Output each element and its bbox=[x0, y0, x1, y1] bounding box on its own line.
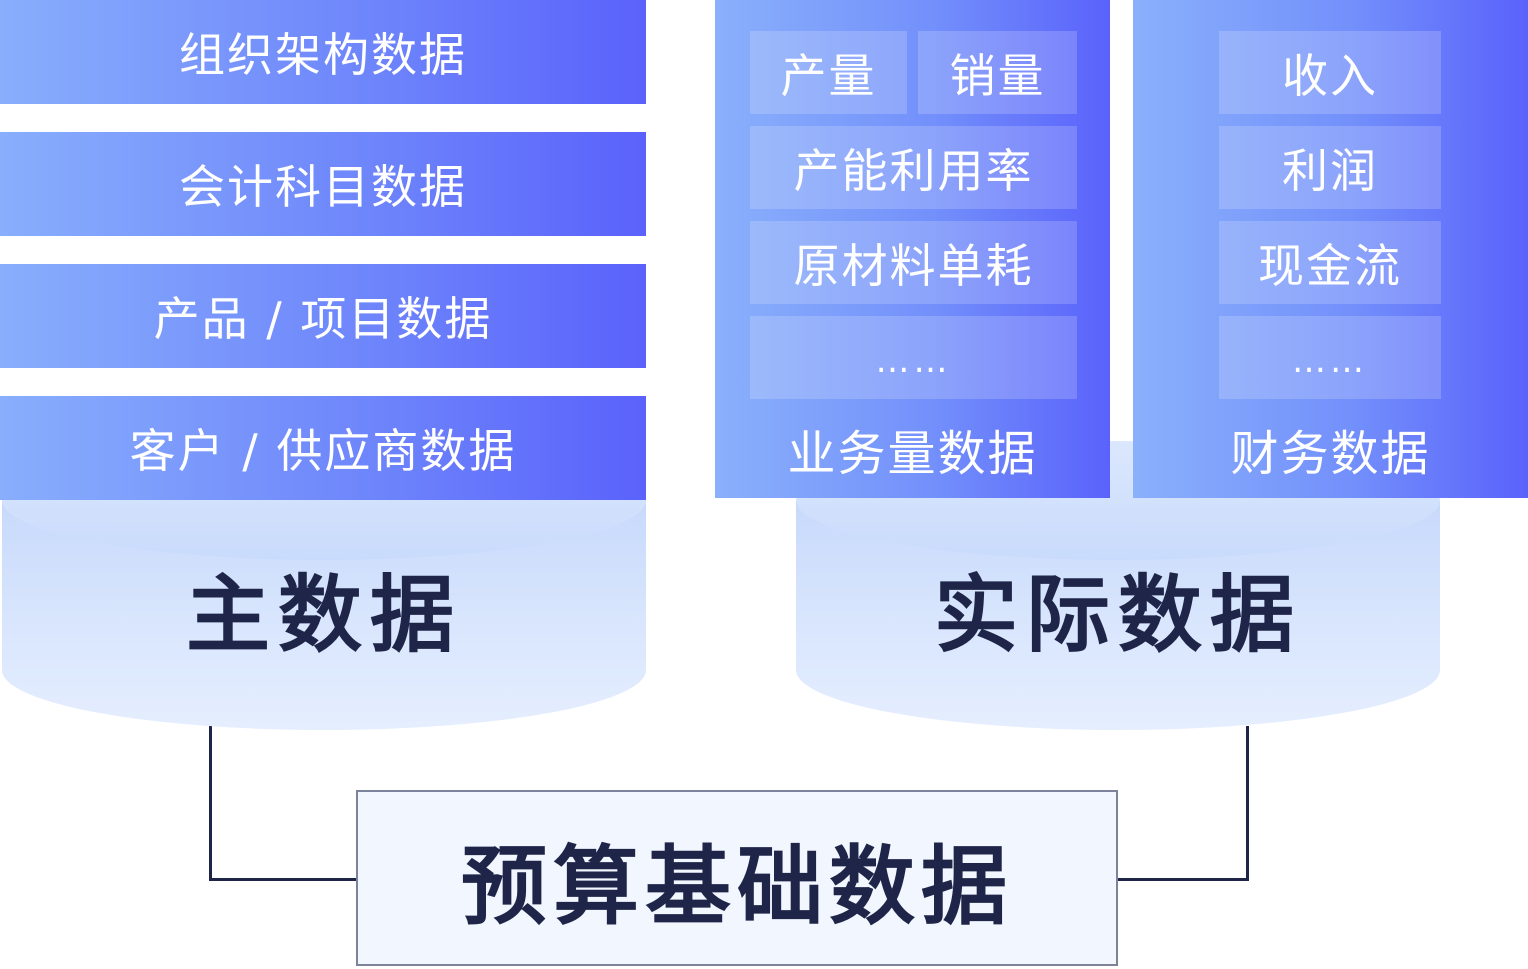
financial-panel: 收入 利润 现金流 …… 财务数据 bbox=[1133, 0, 1528, 498]
actual-data-label: 实际数据 bbox=[933, 566, 1302, 664]
actual-data-cylinder: 实际数据 bbox=[796, 440, 1440, 730]
connector-right-vertical bbox=[1246, 726, 1249, 881]
financial-label: 财务数据 bbox=[1230, 426, 1431, 482]
business-volume-label: 业务量数据 bbox=[787, 426, 1038, 482]
bv-item-sales: 销量 bbox=[918, 31, 1077, 114]
bv-item-material-consumption: 原材料单耗 bbox=[750, 221, 1077, 304]
master-data-label: 主数据 bbox=[185, 566, 462, 664]
connector-left-horizontal bbox=[209, 878, 358, 881]
fin-item-more: …… bbox=[1219, 316, 1441, 399]
bv-item-capacity-utilization: 产能利用率 bbox=[750, 126, 1077, 209]
master-item-org-structure: 组织架构数据 bbox=[0, 0, 646, 104]
connector-left-vertical bbox=[209, 726, 212, 881]
master-item-customers: 客户 / 供应商数据 bbox=[0, 396, 646, 500]
connector-right-horizontal bbox=[1117, 878, 1249, 881]
budget-base-data-box: 预算基础数据 bbox=[356, 790, 1118, 966]
bv-item-more: …… bbox=[750, 316, 1077, 399]
master-item-accounts: 会计科目数据 bbox=[0, 132, 646, 236]
bv-item-output: 产量 bbox=[750, 31, 907, 114]
budget-base-data-label: 预算基础数据 bbox=[461, 836, 1013, 937]
fin-item-profit: 利润 bbox=[1219, 126, 1441, 209]
master-item-products: 产品 / 项目数据 bbox=[0, 264, 646, 368]
fin-item-cashflow: 现金流 bbox=[1219, 221, 1441, 304]
business-volume-panel: 产量 销量 产能利用率 原材料单耗 …… 业务量数据 bbox=[715, 0, 1110, 498]
fin-item-revenue: 收入 bbox=[1219, 31, 1441, 114]
